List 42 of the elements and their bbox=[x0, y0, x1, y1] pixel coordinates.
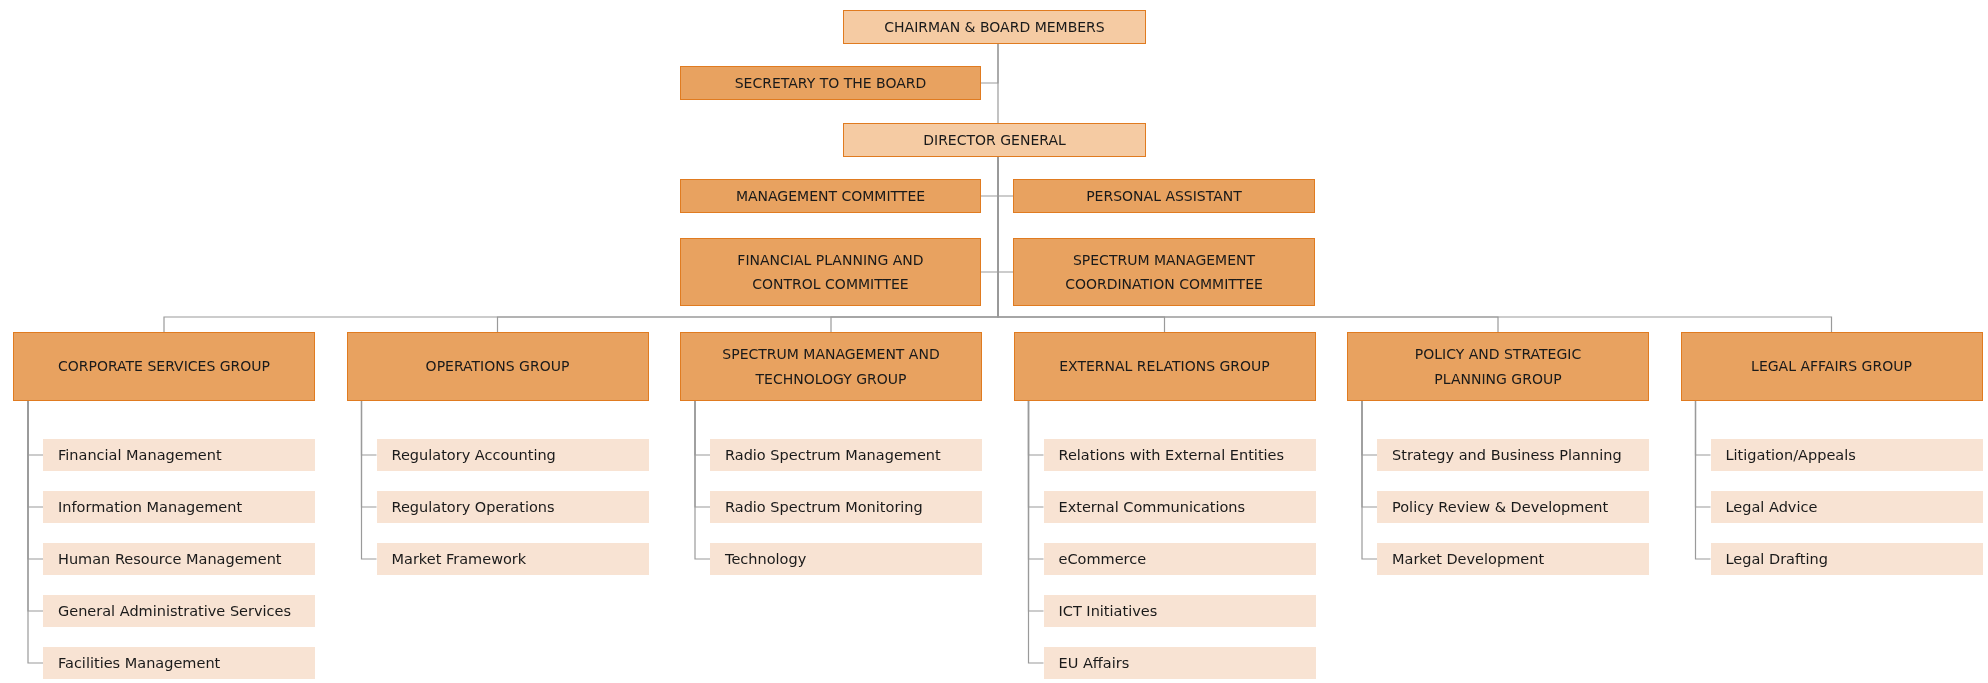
position-box: DIRECTOR GENERAL bbox=[843, 123, 1146, 157]
group-box: LEGAL AFFAIRS GROUP bbox=[1680, 332, 1983, 401]
position-box: MANAGEMENT COMMITTEE bbox=[680, 179, 981, 213]
unit-box: General Administrative Services bbox=[43, 595, 315, 627]
position-box: FINANCIAL PLANNING AND CONTROL COMMITTEE bbox=[680, 238, 981, 306]
unit-box: External Communications bbox=[1043, 491, 1316, 523]
position-box: CHAIRMAN & BOARD MEMBERS bbox=[843, 10, 1146, 44]
group-box: OPERATIONS GROUP bbox=[346, 332, 649, 401]
group-box: CORPORATE SERVICES GROUP bbox=[13, 332, 315, 401]
group-box: POLICY AND STRATEGIC PLANNING GROUP bbox=[1347, 332, 1649, 401]
position-box: SPECTRUM MANAGEMENT COORDINATION COMMITTEE bbox=[1013, 238, 1315, 306]
unit-box: EU Affairs bbox=[1043, 647, 1316, 679]
group-box: SPECTRUM MANAGEMENT AND TECHNOLOGY GROUP bbox=[680, 332, 982, 401]
unit-box: Radio Spectrum Management bbox=[710, 439, 982, 471]
unit-box: Information Management bbox=[43, 491, 315, 523]
unit-box: Financial Management bbox=[43, 439, 315, 471]
connector-line bbox=[694, 400, 711, 560]
group-box: EXTERNAL RELATIONS GROUP bbox=[1013, 332, 1316, 401]
connector-line bbox=[1694, 400, 1712, 560]
unit-box: Facilities Management bbox=[43, 647, 315, 679]
position-box: PERSONAL ASSISTANT bbox=[1013, 179, 1315, 213]
unit-box: Regulatory Operations bbox=[376, 491, 649, 523]
position-box: SECRETARY TO THE BOARD bbox=[680, 66, 981, 100]
unit-box: ICT Initiatives bbox=[1043, 595, 1316, 627]
connector-line bbox=[1361, 400, 1378, 560]
unit-box: Technology bbox=[710, 543, 982, 575]
connector-line bbox=[360, 400, 378, 560]
unit-box: Legal Advice bbox=[1710, 491, 1983, 523]
unit-box: Market Development bbox=[1377, 543, 1649, 575]
unit-box: Radio Spectrum Monitoring bbox=[710, 491, 982, 523]
unit-box: Market Framework bbox=[376, 543, 649, 575]
unit-box: Relations with External Entities bbox=[1043, 439, 1316, 471]
unit-box: Policy Review & Development bbox=[1377, 491, 1649, 523]
connector-line bbox=[1027, 400, 1045, 664]
connector-line bbox=[27, 400, 44, 664]
unit-box: Legal Drafting bbox=[1710, 543, 1983, 575]
unit-box: Human Resource Management bbox=[43, 543, 315, 575]
unit-box: Regulatory Accounting bbox=[376, 439, 649, 471]
unit-box: eCommerce bbox=[1043, 543, 1316, 575]
unit-box: Strategy and Business Planning bbox=[1377, 439, 1649, 471]
unit-box: Litigation/Appeals bbox=[1710, 439, 1983, 471]
connector-line bbox=[997, 43, 999, 124]
